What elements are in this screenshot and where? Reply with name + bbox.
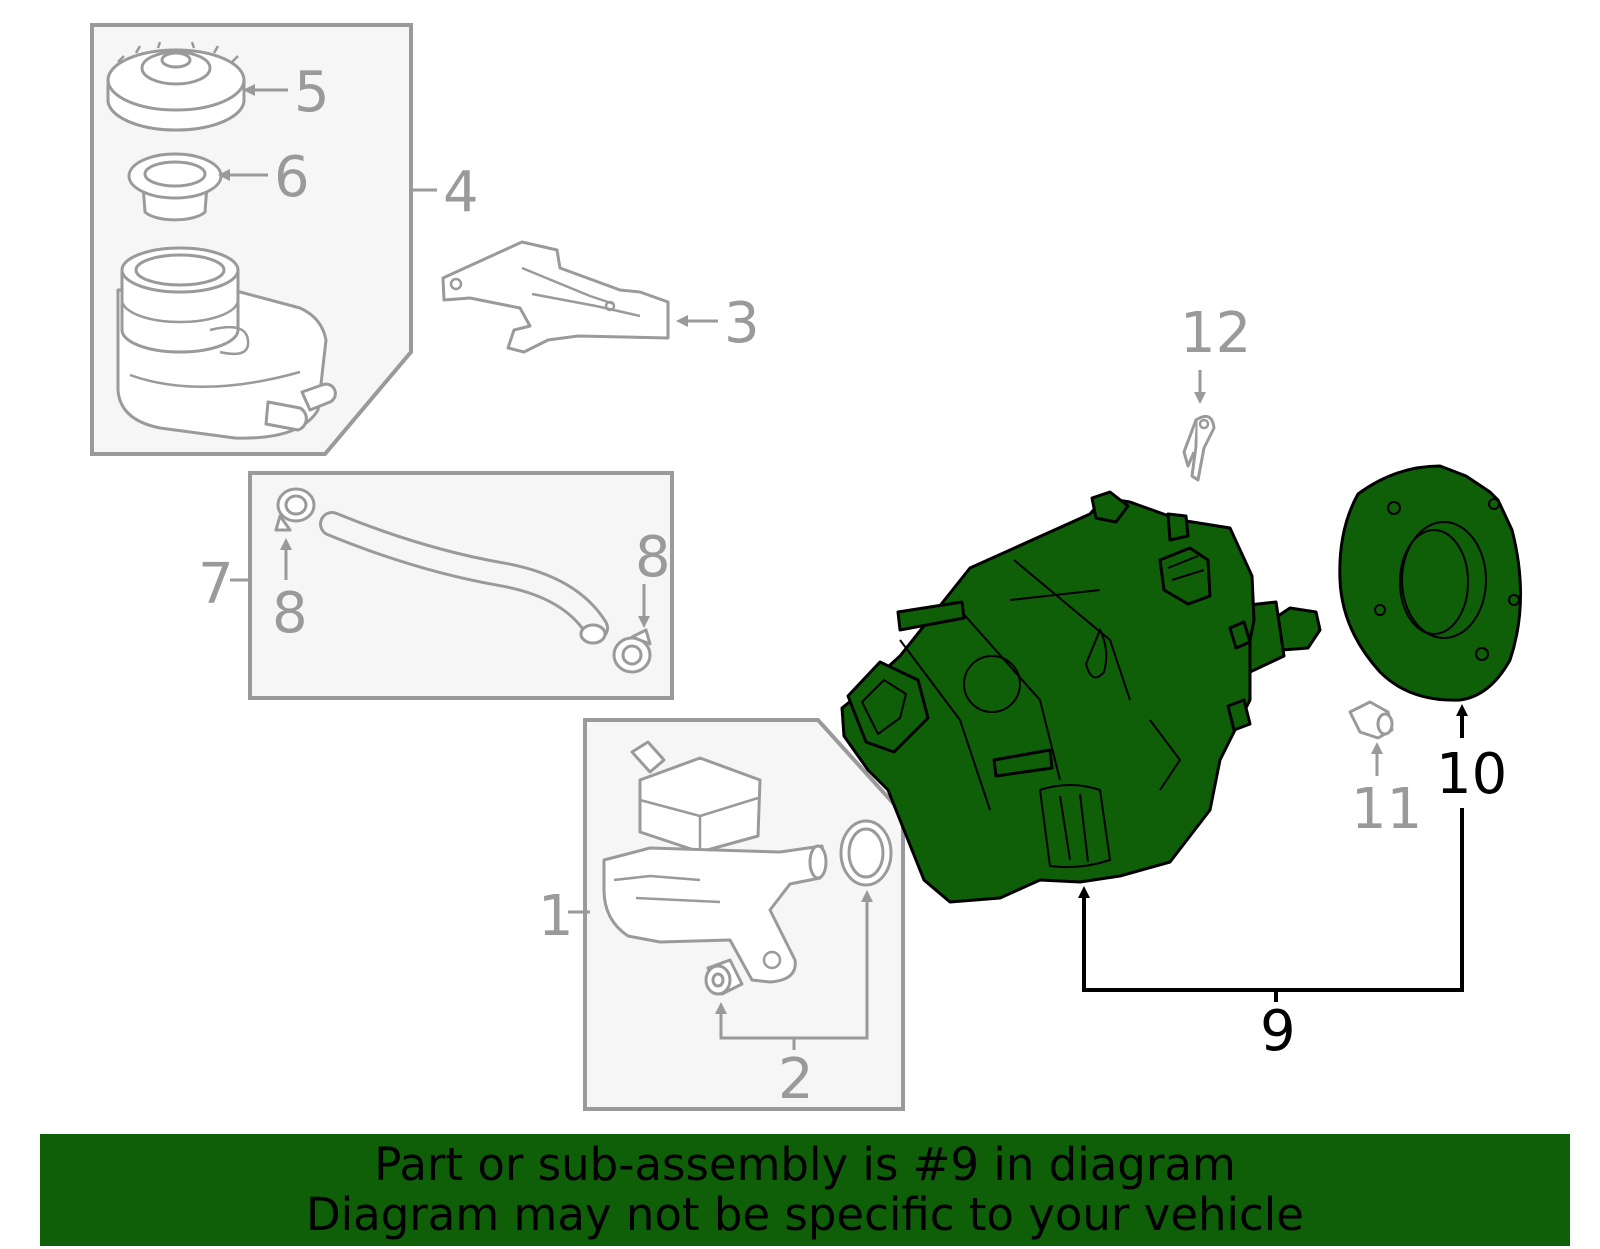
callout-8-left: 8 <box>272 581 308 646</box>
hose-clamp-left[interactable] <box>274 487 316 532</box>
callout-5: 5 <box>294 60 330 125</box>
callout-6: 6 <box>274 145 310 210</box>
banner-line-2: Diagram may not be specific to your vehi… <box>306 1188 1304 1241</box>
callout-2: 2 <box>778 1047 814 1112</box>
reservoir-tank[interactable] <box>116 246 337 440</box>
reservoir-cap[interactable] <box>106 41 246 132</box>
callout-11: 11 <box>1351 777 1422 842</box>
booster-pin[interactable] <box>1348 700 1394 740</box>
brake-booster[interactable] <box>840 490 1322 904</box>
master-cylinder[interactable] <box>602 740 828 984</box>
callout-10: 10 <box>1436 742 1507 807</box>
info-banner: Part or sub-assembly is #9 in diagram Di… <box>40 1134 1570 1246</box>
callout-3: 3 <box>724 291 760 356</box>
hose[interactable] <box>319 511 609 645</box>
master-cylinder-bushing[interactable] <box>704 958 744 996</box>
callout-4: 4 <box>443 160 479 225</box>
bracket[interactable] <box>441 240 670 354</box>
callout-9: 9 <box>1260 999 1296 1064</box>
callout-8-right: 8 <box>635 525 671 590</box>
callout-12: 12 <box>1180 301 1251 366</box>
callout-1: 1 <box>538 884 574 949</box>
reservoir-seal[interactable] <box>127 152 223 222</box>
hose-clamp-right[interactable] <box>612 628 652 674</box>
retaining-clip[interactable] <box>1182 414 1216 482</box>
master-cylinder-seal[interactable] <box>839 819 893 887</box>
banner-line-1: Part or sub-assembly is #9 in diagram <box>374 1138 1236 1191</box>
hose-group-box <box>248 471 674 700</box>
booster-gasket[interactable] <box>1338 464 1522 702</box>
callout-7: 7 <box>198 552 234 617</box>
